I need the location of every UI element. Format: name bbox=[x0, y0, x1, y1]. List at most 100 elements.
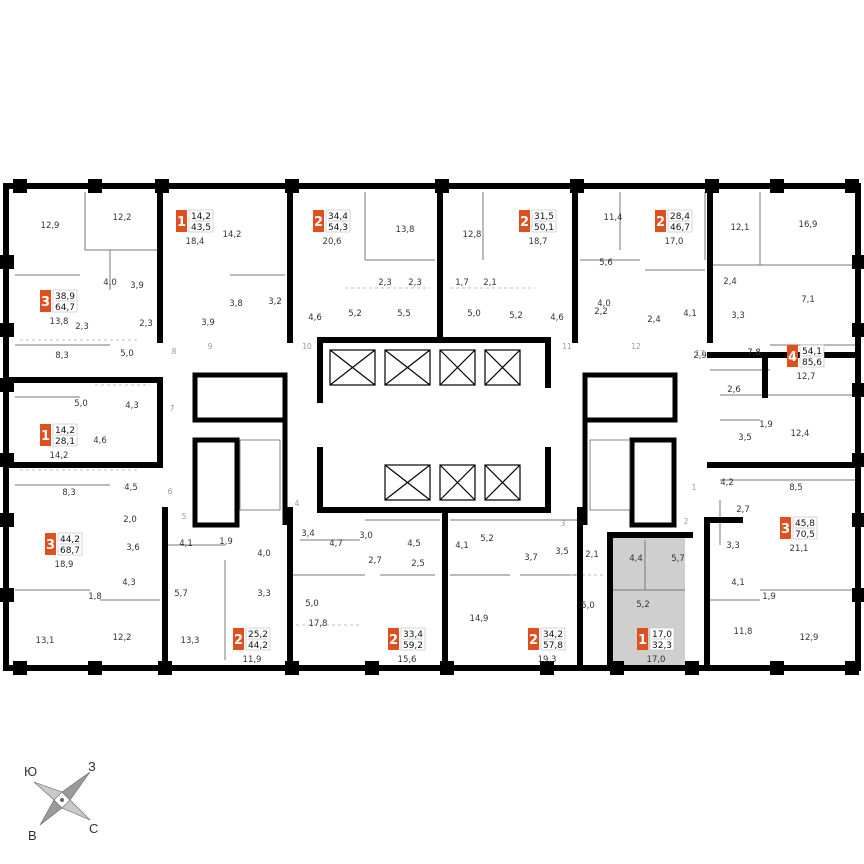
facade-column bbox=[0, 255, 14, 269]
room-area-label: 2,6 bbox=[727, 385, 741, 395]
facade-column bbox=[88, 179, 102, 193]
room-area-label: 3,9 bbox=[130, 281, 144, 291]
corridor-number: 12 bbox=[631, 342, 641, 351]
room-area-label: 8,5 bbox=[789, 483, 803, 493]
room-area-label: 2,1 bbox=[585, 550, 599, 560]
room-area-label: 14,2 bbox=[223, 230, 242, 240]
room-area-label: 5,0 bbox=[120, 349, 134, 359]
room-area-label: 2,4 bbox=[723, 277, 737, 287]
main-room-area: 15,6 bbox=[398, 655, 417, 665]
facade-column bbox=[13, 661, 27, 675]
compass-north-label: З bbox=[88, 759, 96, 774]
total-area: 43,5 bbox=[191, 223, 211, 233]
corridor-number: 3 bbox=[561, 519, 566, 528]
living-area: 31,5 bbox=[534, 212, 554, 222]
facade-column bbox=[158, 661, 172, 675]
facade-column bbox=[852, 453, 864, 467]
room-area-label: 12,9 bbox=[41, 221, 60, 231]
compass-west-label: В bbox=[28, 828, 37, 843]
room-area-label: 12,8 bbox=[463, 230, 482, 240]
facade-column bbox=[685, 661, 699, 675]
facade-column bbox=[285, 661, 299, 675]
rooms-badge bbox=[313, 210, 324, 232]
corridor-number: 2 bbox=[684, 517, 689, 526]
elevators bbox=[329, 349, 521, 501]
facade-column bbox=[770, 661, 784, 675]
room-area-label: 2,4 bbox=[647, 315, 661, 325]
living-area: 17,0 bbox=[652, 630, 672, 640]
corridor-number: 6 bbox=[168, 487, 173, 496]
room-area-label: 1,7 bbox=[455, 278, 469, 288]
facade-column bbox=[610, 661, 624, 675]
room-area-label: 5,2 bbox=[636, 600, 650, 610]
room-area-label: 4,0 bbox=[597, 299, 611, 309]
facade-column bbox=[155, 179, 169, 193]
facade-column bbox=[285, 179, 299, 193]
room-area-label: 5,0 bbox=[581, 601, 595, 611]
compass-south-label: Ю bbox=[24, 764, 37, 779]
facade-column bbox=[365, 661, 379, 675]
corridor-number: 7 bbox=[170, 404, 175, 413]
room-area-label: 2,3 bbox=[408, 278, 422, 288]
room-area-label: 3,9 bbox=[201, 318, 215, 328]
room-area-label: 4,6 bbox=[93, 436, 107, 446]
rooms-count: 2 bbox=[389, 633, 398, 648]
rooms-count: 1 bbox=[177, 215, 186, 230]
room-area-label: 4,5 bbox=[407, 539, 421, 549]
room-area-label: 4,3 bbox=[122, 578, 136, 588]
room-area-label: 4,1 bbox=[179, 539, 193, 549]
room-area-label: 3,3 bbox=[731, 311, 745, 321]
stair-core-right bbox=[582, 372, 678, 528]
room-area-label: 12,1 bbox=[731, 223, 750, 233]
room-area-label: 3,5 bbox=[555, 547, 569, 557]
room-area-label: 3,4 bbox=[301, 529, 315, 539]
main-room-area: 21,1 bbox=[790, 544, 809, 554]
room-area-label: 4,1 bbox=[683, 309, 697, 319]
zone-lines bbox=[20, 287, 605, 626]
room-area-label: 1,9 bbox=[759, 420, 773, 430]
room-area-label: 4,0 bbox=[257, 549, 271, 559]
rooms-badge bbox=[528, 628, 539, 650]
room-area-label: 2,0 bbox=[123, 515, 137, 525]
main-room-area: 13,8 bbox=[50, 317, 69, 327]
compass: Ю З В С bbox=[24, 759, 98, 843]
room-area-label: 12,4 bbox=[791, 429, 810, 439]
rooms-badge bbox=[655, 210, 666, 232]
rooms-badge bbox=[388, 628, 399, 650]
rooms-badge bbox=[176, 210, 187, 232]
rooms-count: 3 bbox=[46, 538, 55, 553]
facade-column bbox=[440, 661, 454, 675]
room-area-label: 12,2 bbox=[113, 633, 132, 643]
main-room-area: 12,7 bbox=[797, 372, 816, 382]
rooms-count: 2 bbox=[314, 215, 323, 230]
room-area-label: 11,8 bbox=[734, 627, 753, 637]
room-area-label: 11,4 bbox=[604, 213, 623, 223]
total-area: 28,1 bbox=[55, 437, 75, 447]
rooms-badge bbox=[637, 628, 648, 650]
facade-column bbox=[852, 383, 864, 397]
corridor-number: 5 bbox=[182, 512, 187, 521]
room-area-label: 7,1 bbox=[801, 295, 815, 305]
living-area: 54,1 bbox=[802, 347, 822, 357]
rooms-badge bbox=[45, 533, 56, 555]
room-area-label: 5,7 bbox=[671, 554, 685, 564]
facade-column bbox=[570, 179, 584, 193]
total-area: 85,6 bbox=[802, 358, 822, 368]
rooms-count: 1 bbox=[638, 633, 647, 648]
